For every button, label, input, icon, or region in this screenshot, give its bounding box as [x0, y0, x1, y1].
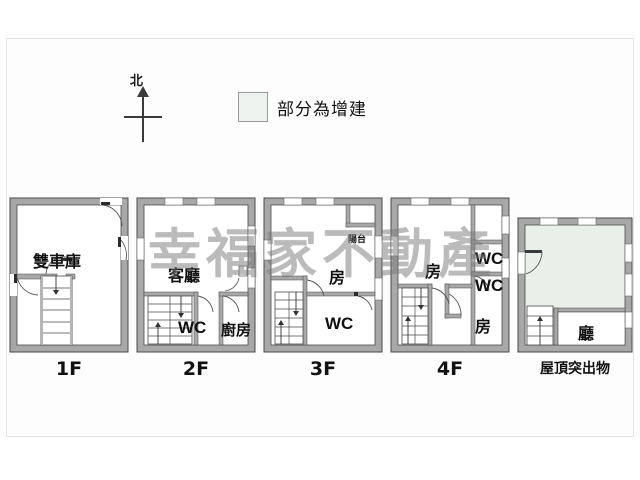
- legend-swatch-extension: [238, 92, 268, 122]
- legend: 部分為增建: [238, 92, 367, 122]
- room-label-bedroom-4f-left: 房: [425, 262, 442, 281]
- floor-2f-drawing: [136, 197, 256, 353]
- room-label-wc-4f-lower: WC: [475, 276, 504, 295]
- north-compass: 北: [118, 72, 174, 142]
- floor-4f-drawing: [390, 197, 510, 353]
- floor-plan-4f[interactable]: 房 WC WC 房 4F: [389, 196, 511, 386]
- north-label: 北: [130, 74, 144, 89]
- room-label-balcony: 陽台: [348, 235, 367, 245]
- room-label-living-room: 客廳: [168, 266, 201, 285]
- floor-rooftop-drawing: [517, 217, 633, 353]
- floor-label-2f: 2F: [182, 358, 210, 380]
- floor-3f-drawing: [263, 197, 383, 353]
- legend-text: 部分為增建: [277, 99, 367, 120]
- room-label-hall: 廳: [578, 324, 595, 343]
- floor-label-3f: 3F: [309, 358, 337, 380]
- floor-1f-drawing: [9, 197, 129, 353]
- room-label-garage: 雙車庫: [33, 252, 82, 271]
- room-label-wc-3f: WC: [325, 314, 354, 333]
- north-arrow-head: [137, 86, 149, 97]
- room-label-bedroom-4f-right: 房: [475, 317, 492, 336]
- room-label-wc-4f-upper: WC: [475, 249, 504, 268]
- floor-plan-3f[interactable]: 陽台 房 WC 3F: [262, 196, 384, 386]
- room-label-wc-2f: WC: [178, 318, 207, 337]
- room-label-kitchen: 廚房: [221, 321, 252, 339]
- floor-plan-1f[interactable]: 雙車庫 1F: [8, 196, 130, 386]
- room-label-bedroom-3f: 房: [329, 268, 346, 287]
- floor-plan-rooftop[interactable]: 廳 屋頂突出物: [516, 196, 634, 386]
- floor-label-4f: 4F: [436, 358, 464, 380]
- floor-plan-2f[interactable]: 客廳 WC 廚房 2F: [135, 196, 257, 386]
- north-arrow-cross: [124, 116, 162, 118]
- floor-label-1f: 1F: [55, 358, 83, 380]
- floor-label-rooftop: 屋頂突出物: [540, 361, 610, 377]
